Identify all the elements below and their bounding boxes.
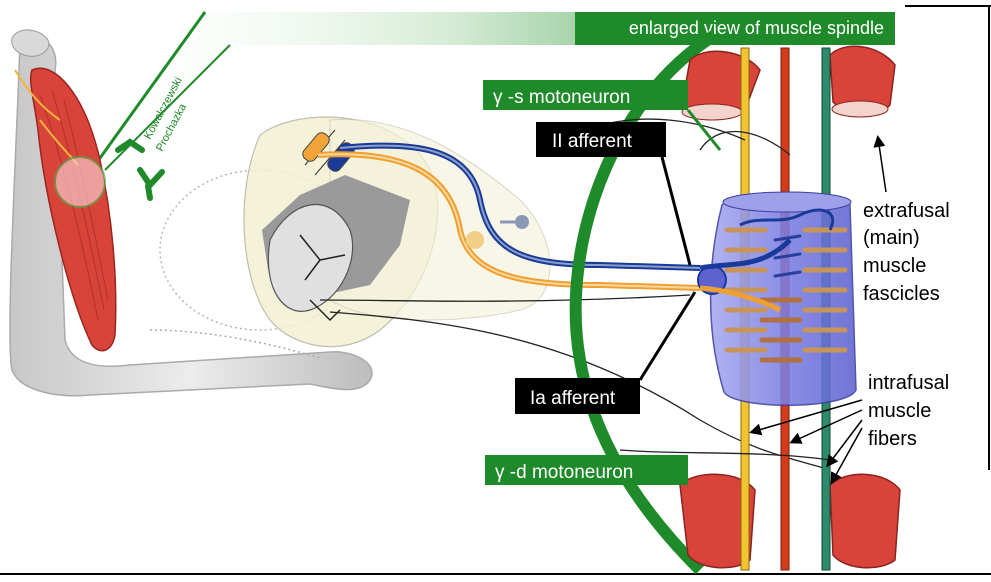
ia-afferent-highlight (317, 153, 701, 289)
extrafusal-line-3: muscle (863, 255, 926, 277)
gray-matter-light (267, 203, 354, 312)
ia-afferent-terminal (699, 285, 782, 313)
ii-afferent-highlight (339, 144, 701, 269)
extrafusal-fascicle-top-right (829, 45, 896, 118)
extrafusal-line-2: (main) (863, 227, 920, 249)
intrafusal-line-2: muscle (868, 400, 931, 422)
capsule-top (722, 191, 852, 213)
label-gamma-d: γ -d motoneuron (485, 455, 688, 485)
banner-bar (575, 12, 895, 45)
label-ia-afferent-text: Ia afferent (530, 388, 616, 409)
interneuron-sketch (299, 234, 346, 322)
muscle-spindle (584, 45, 901, 571)
intrafusal-arrows (749, 399, 863, 485)
spinal-cord-section (149, 116, 551, 359)
label-intrafusal: intrafusal muscle fibers (868, 372, 949, 450)
arm-illustration (9, 29, 373, 397)
extrafusal-fascicle-bottom-right (829, 473, 901, 569)
intrafusal-line-3: fibers (868, 428, 917, 450)
label-ii-afferent: II afferent (536, 122, 692, 266)
label-gamma-d-text: γ -d motoneuron (495, 462, 633, 483)
ii-afferent-terminal (699, 238, 792, 271)
label-ia-afferent: Ia afferent (515, 291, 697, 414)
primary-endings (724, 227, 848, 363)
cord-outline-dotted-2 (149, 329, 321, 359)
secondary-endings (739, 208, 835, 278)
projection-line-upper (93, 11, 207, 166)
gamma-d-branch (619, 449, 831, 461)
extrafusal-line-1: extrafusal (863, 200, 950, 222)
extrafusal-line-4: fascicles (863, 283, 940, 305)
projection-line-lower (104, 44, 231, 171)
extrafusal-fascicle-bottom-left (679, 473, 756, 569)
banner-title: enlarged view of muscle spindle (629, 18, 884, 38)
label-extrafusal: extrafusal (main) muscle fascicles (863, 200, 950, 305)
intrafusal-line-1: intrafusal (868, 372, 949, 394)
extrafusal-arrow (873, 135, 887, 193)
label-gamma-s: γ -s motoneuron (483, 80, 722, 151)
motor-axon-1 (319, 294, 691, 302)
ia-dorsal-root (302, 132, 330, 162)
ia-ganglion-cell (466, 231, 484, 249)
label-gamma-s-text: γ -s motoneuron (493, 87, 630, 108)
credit-logo (115, 138, 165, 201)
gamma-s-branch-2 (699, 130, 791, 156)
shoulder-joint (11, 29, 50, 57)
label-ii-afferent-text: II afferent (552, 131, 633, 152)
spindle-location-highlight (54, 156, 106, 208)
